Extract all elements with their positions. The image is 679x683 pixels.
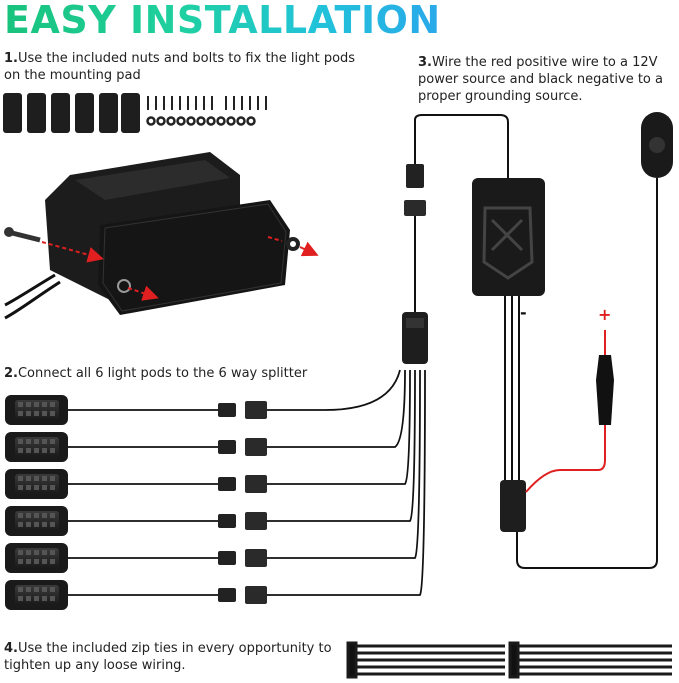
bolt-icon: [4, 227, 14, 237]
direction-arrow: [299, 241, 319, 257]
light-pod-assembly-illustration: [4, 152, 319, 320]
step-4-label: Use the included zip ties in every oppor…: [4, 641, 332, 673]
light-pod-icon: [5, 432, 68, 462]
connector-icon: [406, 164, 424, 188]
nut-icon: [176, 116, 186, 126]
nut-icon: [146, 116, 156, 126]
connector-icon: [218, 438, 267, 456]
nut-icon: [186, 116, 196, 126]
pod-wires: [68, 409, 218, 596]
nut-icon: [196, 116, 206, 126]
step-3-label: Wire the red positive wire to a 12V powe…: [418, 55, 663, 104]
step-1-number: 1.: [4, 51, 18, 66]
step-1-label: Use the included nuts and bolts to fix t…: [4, 51, 356, 83]
inline-switch-icon: [516, 112, 673, 569]
zip-ties-right: [508, 641, 672, 679]
nut-icon: [206, 116, 216, 126]
connector-icon: [218, 586, 267, 604]
connector-icon: [218, 475, 267, 493]
bolts-row: [147, 96, 267, 110]
negative-label: -: [520, 303, 527, 322]
zip-ties-left: [346, 641, 505, 679]
controller-box-icon: [472, 178, 545, 296]
mounting-pad-icon: [27, 93, 46, 133]
page-title: EASY INSTALLATION: [4, 0, 441, 42]
mounting-pad-icon: [75, 93, 94, 133]
connector-icon: [404, 200, 426, 216]
mounting-pads-row: [3, 93, 140, 133]
nut-icon: [216, 116, 226, 126]
step-1-text: 1.Use the included nuts and bolts to fix…: [4, 50, 364, 84]
nut-icon: [226, 116, 236, 126]
step-2-label: Connect all 6 light pods to the 6 way sp…: [17, 366, 308, 381]
nut-icon: [156, 116, 166, 126]
nut-icon: [117, 279, 131, 293]
light-pods-column: [5, 395, 68, 610]
light-pod-icon: [5, 543, 68, 573]
connector-icon: [218, 401, 267, 419]
step-4-number: 4.: [4, 641, 18, 656]
step-3-text: 3.Wire the red positive wire to a 12V po…: [418, 54, 678, 105]
nut-icon: [166, 116, 176, 126]
six-way-splitter: [402, 260, 428, 364]
connector-icon: [218, 549, 267, 567]
mounting-pad-icon: [99, 93, 118, 133]
pod-connectors: [218, 401, 267, 604]
step-4-text: 4.Use the included zip ties in every opp…: [4, 640, 364, 674]
controller-connector: [404, 114, 509, 260]
direction-arrow: [127, 285, 159, 301]
step-2-text: 2.Connect all 6 light pods to the 6 way …: [4, 365, 364, 382]
light-pod-icon: [5, 506, 68, 536]
light-pod-icon: [5, 395, 68, 425]
splitter-wires: [267, 369, 426, 596]
mounting-pad-icon: [51, 93, 70, 133]
fuse-holder-icon: [596, 330, 614, 425]
nut-icon: [236, 116, 246, 126]
positive-label: +: [598, 305, 611, 324]
step-2-number: 2.: [4, 366, 18, 381]
positive-wire: [525, 425, 606, 493]
nut-icon: [246, 116, 256, 126]
controller-wires: [504, 296, 520, 480]
connector-icon: [218, 512, 267, 530]
light-pod-icon: [5, 469, 68, 499]
step-3-number: 3.: [418, 55, 432, 70]
mounting-pad-icon: [121, 93, 140, 133]
light-pod-icon: [5, 580, 68, 610]
nuts-row: [146, 116, 256, 126]
direction-arrow: [41, 241, 104, 263]
mounting-pad-icon: [3, 93, 22, 133]
power-junction: [500, 425, 606, 532]
